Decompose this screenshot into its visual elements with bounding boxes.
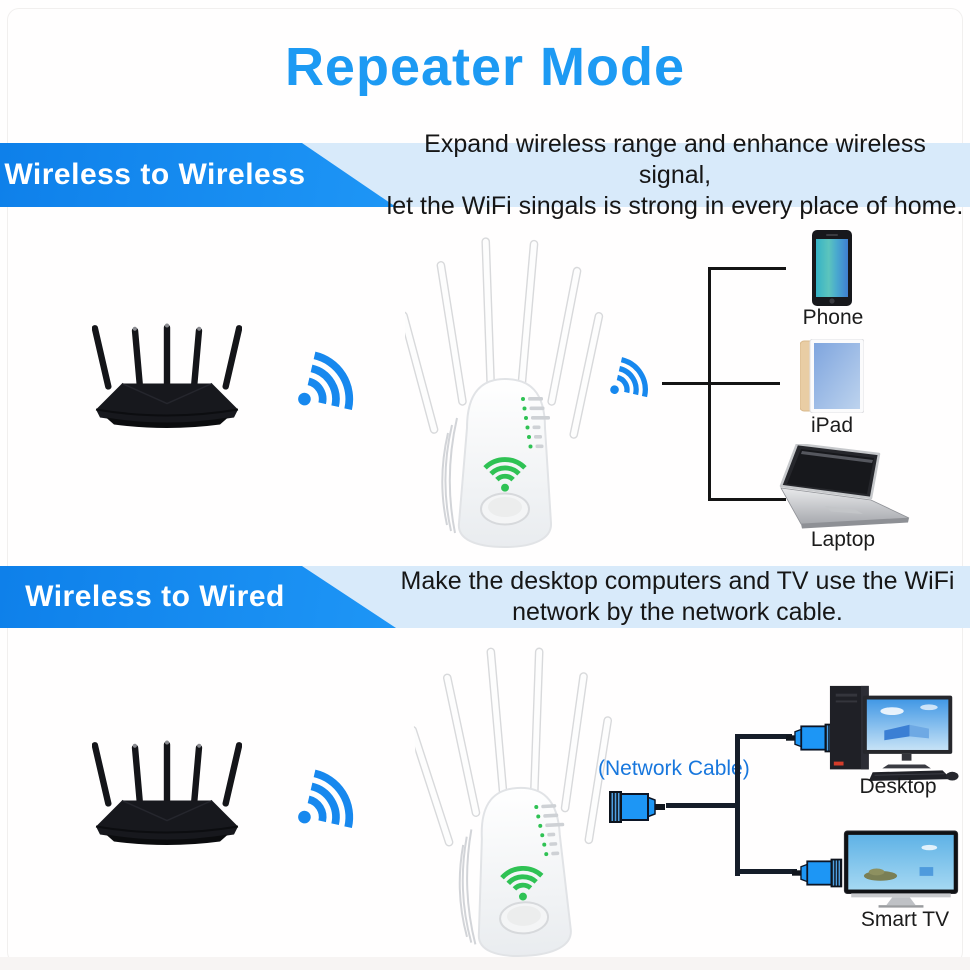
router-image	[92, 305, 242, 440]
banner-label: Wireless to Wired	[25, 580, 285, 613]
description-line: network by the network cable.	[512, 598, 843, 626]
laptop-label: Laptop	[810, 528, 876, 551]
router-image	[92, 722, 242, 857]
desktop-label: Desktop	[859, 775, 937, 798]
wifi-signal-icon	[279, 755, 375, 851]
ipad-label: iPad	[810, 414, 854, 437]
ipad-icon	[800, 339, 864, 413]
page-title: Repeater Mode	[284, 37, 686, 97]
bottom-background-strip	[0, 957, 970, 970]
banner-label: Wireless to Wireless	[4, 158, 306, 191]
rj45-connector-icon	[604, 790, 668, 824]
laptop-icon	[777, 444, 917, 532]
section1-description: Expand wireless range and enhance wirele…	[385, 130, 965, 220]
network-cable-label: (Network Cable)	[598, 757, 750, 780]
cable-line-from-repeater	[666, 803, 740, 808]
cable-line-vertical	[735, 734, 740, 876]
wifi-signal-icon	[597, 347, 663, 413]
section2-description: Make the desktop computers and TV use th…	[400, 566, 955, 628]
description-line: Make the desktop computers and TV use th…	[400, 567, 955, 595]
description-line: Expand wireless range and enhance wirele…	[424, 129, 926, 189]
description-line: let the WiFi singals is strong in every …	[386, 191, 964, 220]
phone-label: Phone	[802, 306, 864, 329]
cable-line-to-tv	[737, 869, 797, 874]
cable-line-to-desktop	[737, 734, 792, 739]
smart-tv-label: Smart TV	[860, 908, 950, 931]
wireless-to-wireless-banner: Wireless to Wireless	[0, 143, 396, 207]
wifi-signal-icon	[279, 337, 375, 433]
desktop-computer-icon	[828, 680, 960, 785]
connection-line-to-ipad	[662, 382, 780, 385]
repeater-image	[405, 233, 605, 553]
section-wireless-to-wired-ribbon: Wireless to Wired Make the desktop compu…	[0, 566, 970, 628]
repeater-image	[410, 637, 626, 967]
phone-icon	[812, 230, 852, 306]
rj45-connector-icon	[792, 857, 844, 889]
connection-line-to-phone	[708, 267, 786, 270]
smart-tv-icon	[843, 830, 959, 912]
section-wireless-to-wireless-ribbon: Wireless to Wireless Expand wireless ran…	[0, 130, 970, 220]
connection-line-to-laptop	[708, 498, 786, 501]
